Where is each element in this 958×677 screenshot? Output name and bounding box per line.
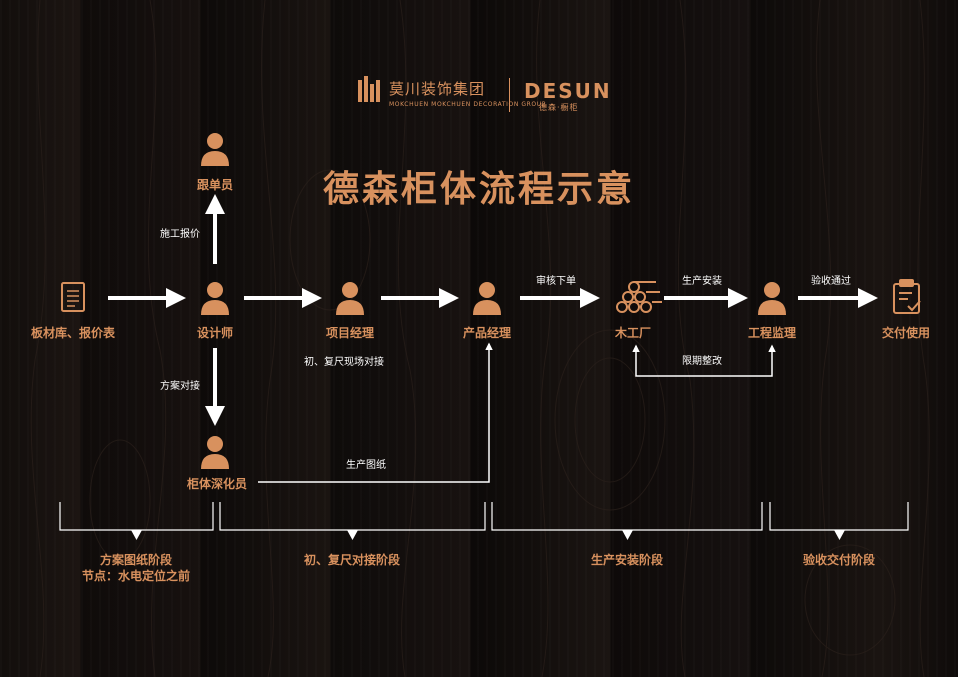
node-materials-label: 板材库、报价表 (30, 326, 116, 340)
company-name-cn: 莫川装饰集团 (389, 80, 486, 98)
document-icon (61, 282, 85, 312)
edge-review-label: 审核下单 (536, 276, 576, 287)
edge-site-label: 初、复尺现场对接 (304, 357, 384, 368)
stage-delivery-label: 验收交付阶段 (802, 553, 876, 567)
project-manager-person-icon (336, 282, 364, 315)
stage-measure-label: 初、复尺对接阶段 (303, 553, 401, 567)
stage-brackets (59, 502, 909, 531)
stage-design-title: 方案图纸阶段 (99, 553, 173, 567)
edge-produce-label: 生产安装 (682, 276, 722, 287)
partner-name-cn: 德森·橱柜 (539, 103, 579, 112)
brand-divider (509, 78, 510, 112)
stage-production-label: 生产安装阶段 (590, 553, 664, 567)
follower-person-icon (201, 133, 229, 166)
stage-design-note: 节点：水电定位之前 (81, 569, 191, 583)
designer-person-icon (201, 282, 229, 315)
node-supervisor-label: 工程监理 (747, 326, 797, 340)
main-flow-arrows (108, 194, 878, 426)
node-product-manager-label: 产品经理 (462, 326, 512, 340)
lumber-icon (616, 281, 662, 313)
node-factory-label: 木工厂 (614, 326, 652, 340)
product-manager-person-icon (473, 282, 501, 315)
secondary-connectors (258, 342, 776, 483)
edge-quote-label: 施工报价 (160, 229, 200, 240)
node-designer-label: 设计师 (196, 326, 234, 340)
node-follower-label: 跟单员 (196, 178, 234, 192)
page-title: 德森柜体流程示意 (322, 168, 636, 210)
edge-drawings-label: 生产图纸 (346, 460, 386, 471)
edge-rectify-label: 限期整改 (682, 356, 722, 367)
company-logo-icon (358, 76, 380, 102)
company-name-en: MOKCHUEN MOKCHUEN DECORATION GROUP (389, 101, 546, 108)
stage-bracket-pointers (131, 530, 845, 540)
clipboard-check-icon (893, 279, 921, 314)
stage-design-label: 方案图纸阶段 节点：水电定位之前 (82, 552, 190, 584)
supervisor-person-icon (758, 282, 786, 315)
node-delivery-label: 交付使用 (881, 326, 931, 340)
node-project-manager-label: 项目经理 (325, 326, 375, 340)
partner-logo-text: DESUN (524, 79, 612, 103)
wood-grain (30, 0, 930, 677)
edge-plan-label: 方案对接 (160, 381, 200, 392)
edge-accept-label: 验收通过 (811, 276, 851, 287)
node-cabinet-designer-label: 柜体深化员 (186, 477, 248, 491)
cabinet-designer-person-icon (201, 436, 229, 469)
